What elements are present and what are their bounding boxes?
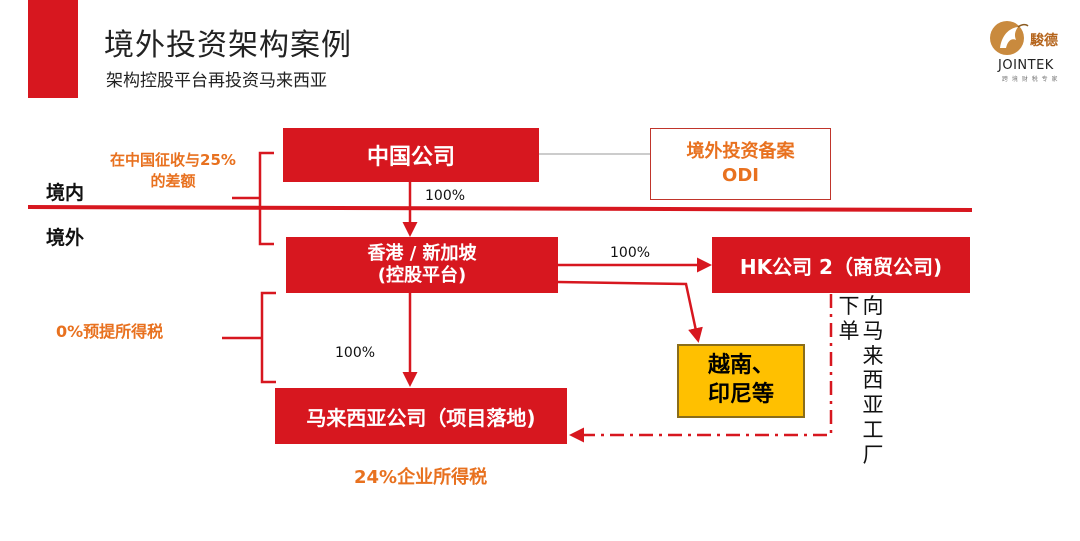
domestic-label: 境内 — [46, 182, 85, 204]
page-title: 境外投资架构案例 — [104, 28, 352, 63]
corporate-tax-note: 24%企业所得税 — [354, 467, 488, 488]
ownership-hk-hk2: 100% — [610, 245, 651, 261]
holding-platform-line-2: (控股平台) — [377, 265, 467, 286]
odi-line-1: 境外投资备案 — [686, 140, 795, 162]
bracket-withholding — [222, 291, 276, 384]
logo-chinese-name: 駿德 — [1030, 33, 1058, 49]
order-to-factory-label: 向马来西亚工厂 — [862, 294, 884, 467]
logo-tagline: 跨 境 财 税 专 家 — [1002, 76, 1059, 83]
odi-line-2: ODI — [722, 165, 759, 186]
border-line — [27, 205, 973, 212]
order-label: 下单 — [838, 294, 860, 343]
page-subtitle: 架构控股平台再投资马来西亚 — [106, 71, 327, 91]
hk-trading-company-box: HK公司 2（商贸公司) — [712, 237, 970, 293]
company-logo: 駿德 JOINTEK 跨 境 财 税 专 家 — [988, 18, 1072, 83]
logo-english-name: JOINTEK — [998, 58, 1054, 73]
arrow-hk-vn — [557, 280, 703, 343]
china-company-box: 中国公司 — [283, 128, 539, 182]
ownership-hk-my: 100% — [335, 345, 376, 361]
vn-line-1: 越南、 — [707, 353, 774, 379]
vn-line-2: 印尼等 — [707, 382, 774, 407]
odi-filing-box: 境外投资备案 ODI — [650, 128, 831, 200]
tax-difference-note: 在中国征收与25%的差额 — [110, 151, 236, 190]
bracket-tax-diff — [232, 151, 274, 246]
overseas-label: 境外 — [46, 227, 85, 249]
withholding-tax-note: 0%预提所得税 — [56, 322, 164, 341]
horse-logo-icon — [990, 21, 1029, 55]
ownership-cn-hk: 100% — [425, 188, 466, 204]
vietnam-indonesia-box: 越南、 印尼等 — [677, 344, 805, 418]
holding-platform-line-1: 香港 / 新加坡 — [367, 242, 477, 264]
malaysia-company-box: 马来西亚公司（项目落地) — [275, 388, 567, 444]
holding-platform-box: 香港 / 新加坡 (控股平台) — [286, 237, 558, 293]
header-accent-bar — [28, 0, 78, 98]
